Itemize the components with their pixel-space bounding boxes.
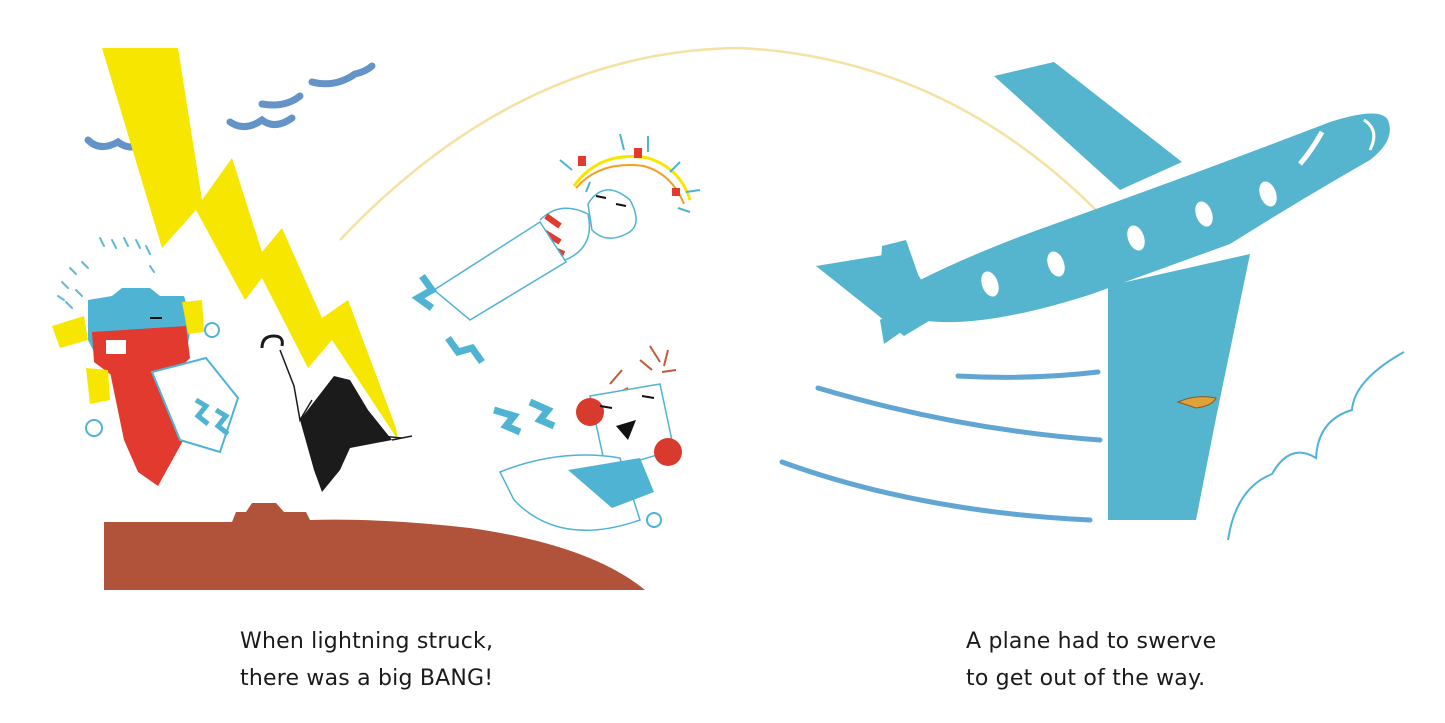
cloud-outline: [1227, 351, 1405, 541]
flipped-umbrella: [260, 334, 413, 492]
kachina-figure-left: [52, 237, 240, 486]
caption-left-line-2: there was a big BANG!: [240, 666, 494, 691]
caption-right-line-1: A plane had to swerve: [966, 629, 1217, 654]
ground-hill: [104, 503, 645, 590]
caption-left-line-1: When lightning struck,: [240, 629, 494, 654]
small-creature: [1176, 396, 1217, 409]
speed-lines: [779, 369, 1103, 523]
caption-right: A plane had to swerve to get out of the …: [966, 623, 1216, 697]
swoosh-arc: [339, 46, 1151, 271]
lightning-bolt: [102, 48, 398, 440]
kachina-figure-falling: [492, 345, 682, 531]
caption-right-line-2: to get out of the way.: [966, 666, 1206, 691]
airplane-windows: [981, 118, 1376, 297]
caption-left: When lightning struck, there was a big B…: [240, 623, 493, 697]
airplane: [816, 62, 1390, 520]
kachina-figure-flying: [411, 133, 701, 365]
illustration: [52, 46, 1405, 590]
